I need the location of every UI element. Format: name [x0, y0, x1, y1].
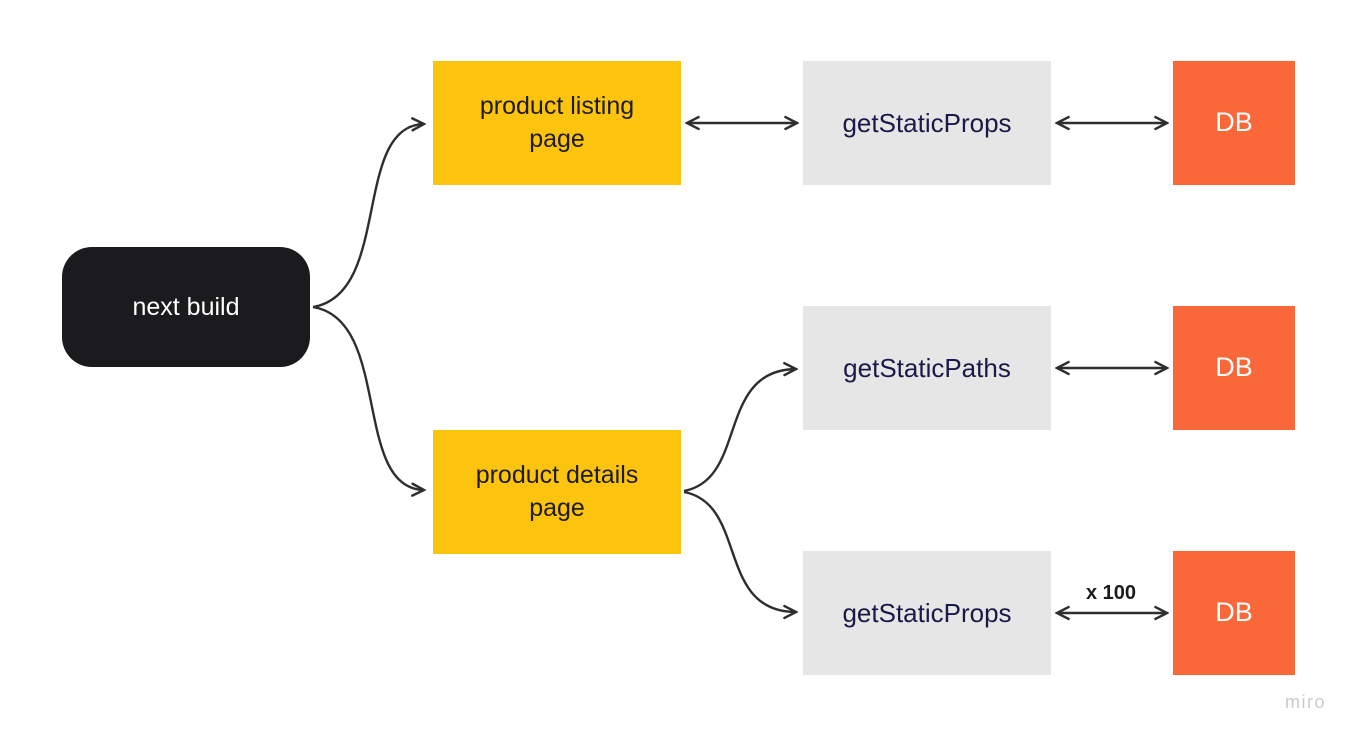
node-db-top-label: DB	[1215, 107, 1253, 138]
node-get-static-props-top-label: getStaticProps	[842, 107, 1012, 138]
node-db-middle-label: DB	[1215, 352, 1253, 383]
node-get-static-paths[interactable]: getStaticPaths	[803, 306, 1051, 430]
node-get-static-props-bottom[interactable]: getStaticProps	[803, 551, 1051, 675]
edge-nextbuild-to-listing	[312, 124, 424, 309]
edge-details-to-paths	[683, 369, 796, 493]
edge-details-to-propsbottom	[683, 490, 796, 612]
edge-nextbuild-to-details	[312, 305, 424, 490]
node-next-build-label: next build	[132, 292, 240, 321]
node-product-details-page-label: product details page	[475, 461, 639, 522]
node-get-static-props-top[interactable]: getStaticProps	[803, 61, 1051, 185]
node-product-details-page[interactable]: product details page	[433, 430, 681, 554]
node-next-build[interactable]: next build	[62, 247, 310, 367]
node-db-bottom-label: DB	[1215, 597, 1253, 628]
edge-multiplier-label: x 100	[1085, 582, 1137, 604]
node-db-top[interactable]: DB	[1173, 61, 1295, 185]
node-product-listing-page-label: product listing page	[479, 92, 635, 153]
node-db-bottom[interactable]: DB	[1173, 551, 1295, 675]
node-product-listing-page[interactable]: product listing page	[433, 61, 681, 185]
node-db-middle[interactable]: DB	[1173, 306, 1295, 430]
miro-watermark: miro	[1285, 692, 1326, 712]
node-get-static-paths-label: getStaticPaths	[843, 352, 1011, 383]
node-get-static-props-bottom-label: getStaticProps	[842, 597, 1012, 628]
